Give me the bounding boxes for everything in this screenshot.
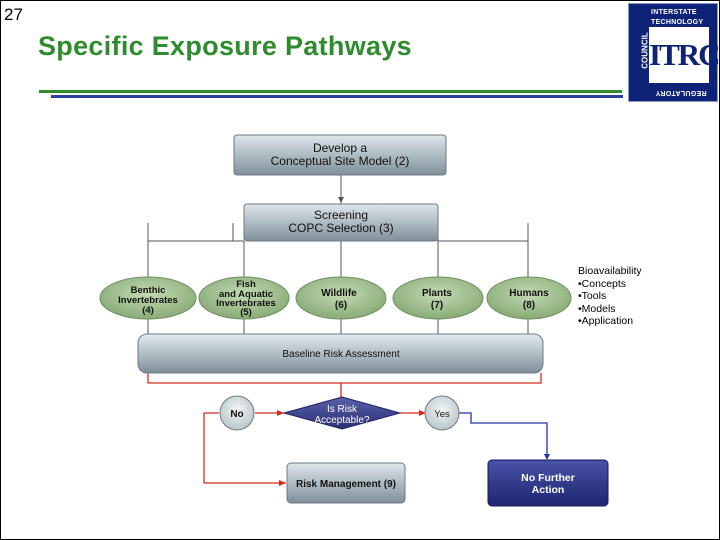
receptor-wildlife-line-1: Wildlife (321, 288, 357, 299)
receptor-benthic: Benthic Invertebrates (4) (99, 276, 197, 320)
receptor-humans-line-2: (8) (523, 300, 535, 311)
develop-line-1: Develop a (313, 141, 367, 155)
connectors-grey (147, 175, 529, 334)
bioavailability-note: Bioavailability •Concepts •Tools •Models… (578, 265, 642, 328)
note-item-models: •Models (578, 302, 616, 315)
receptor-wildlife: Wildlife (6) (295, 276, 387, 320)
connectors-blue (459, 412, 548, 459)
no-further-line-2: Action (532, 484, 565, 496)
baseline-risk-assessment-bar (137, 333, 544, 374)
receptor-fish: Fish and Aquatic Invertebrates (5) (198, 276, 290, 320)
receptor-fish-line-4: (5) (240, 307, 252, 318)
receptor-fish-line-1: Fish (236, 279, 256, 290)
connectors-red (147, 373, 542, 484)
title-rule-blue (51, 95, 623, 98)
title-rule-green (39, 90, 622, 93)
decision-diamond (282, 396, 402, 430)
receptor-humans: Humans (8) (486, 276, 572, 320)
no-circle (219, 395, 255, 431)
logo-top-text: INTERSTATE TECHNOLOGY (651, 9, 704, 26)
risk-management-label: Risk Management (9) (296, 479, 396, 490)
no-label: No (230, 409, 243, 420)
no-further-line-1: No Further (521, 472, 575, 484)
risk-management-box (286, 462, 406, 504)
baseline-label: Baseline Risk Assessment (282, 349, 399, 360)
receptor-plants: Plants (7) (392, 276, 484, 320)
slide-title: Specific Exposure Pathways (38, 31, 412, 61)
yes-circle (424, 395, 460, 431)
screening-box (243, 203, 439, 242)
yes-label: Yes (434, 409, 450, 420)
develop-line-2: Conceptual Site Model (2) (271, 154, 410, 168)
itrc-logo: INTERSTATE TECHNOLOGY COUNCIL ITRC REGUL… (628, 3, 720, 102)
receptor-fish-line-3: Invertebrates (216, 298, 276, 309)
receptor-benthic-line-1: Benthic (131, 285, 166, 296)
receptor-benthic-line-2: Invertebrates (118, 295, 178, 306)
receptor-wildlife-line-2: (6) (335, 300, 347, 311)
no-further-action-box (487, 459, 609, 507)
receptor-plants-line-1: Plants (422, 288, 452, 299)
receptor-humans-line-1: Humans (509, 288, 549, 299)
note-heading: Bioavailability (578, 265, 642, 277)
receptor-benthic-line-3: (4) (142, 305, 154, 316)
arrowheads (277, 197, 550, 486)
screening-line-1: Screening (314, 208, 368, 222)
note-item-concepts: •Concepts (578, 277, 627, 290)
screening-line-2: COPC Selection (3) (288, 221, 393, 235)
note-item-application: •Application (578, 315, 634, 328)
receptor-plants-line-2: (7) (431, 300, 443, 311)
note-item-tools: •Tools (578, 290, 607, 303)
slide-number: 27 (4, 5, 23, 24)
logo-mark: ITRC (649, 27, 720, 83)
develop-csm-box (233, 134, 447, 176)
receptor-fish-line-2: and Aquatic (219, 289, 273, 300)
decision-line-2: Acceptable? (314, 415, 369, 426)
decision-line-1: Is Risk (327, 404, 358, 415)
